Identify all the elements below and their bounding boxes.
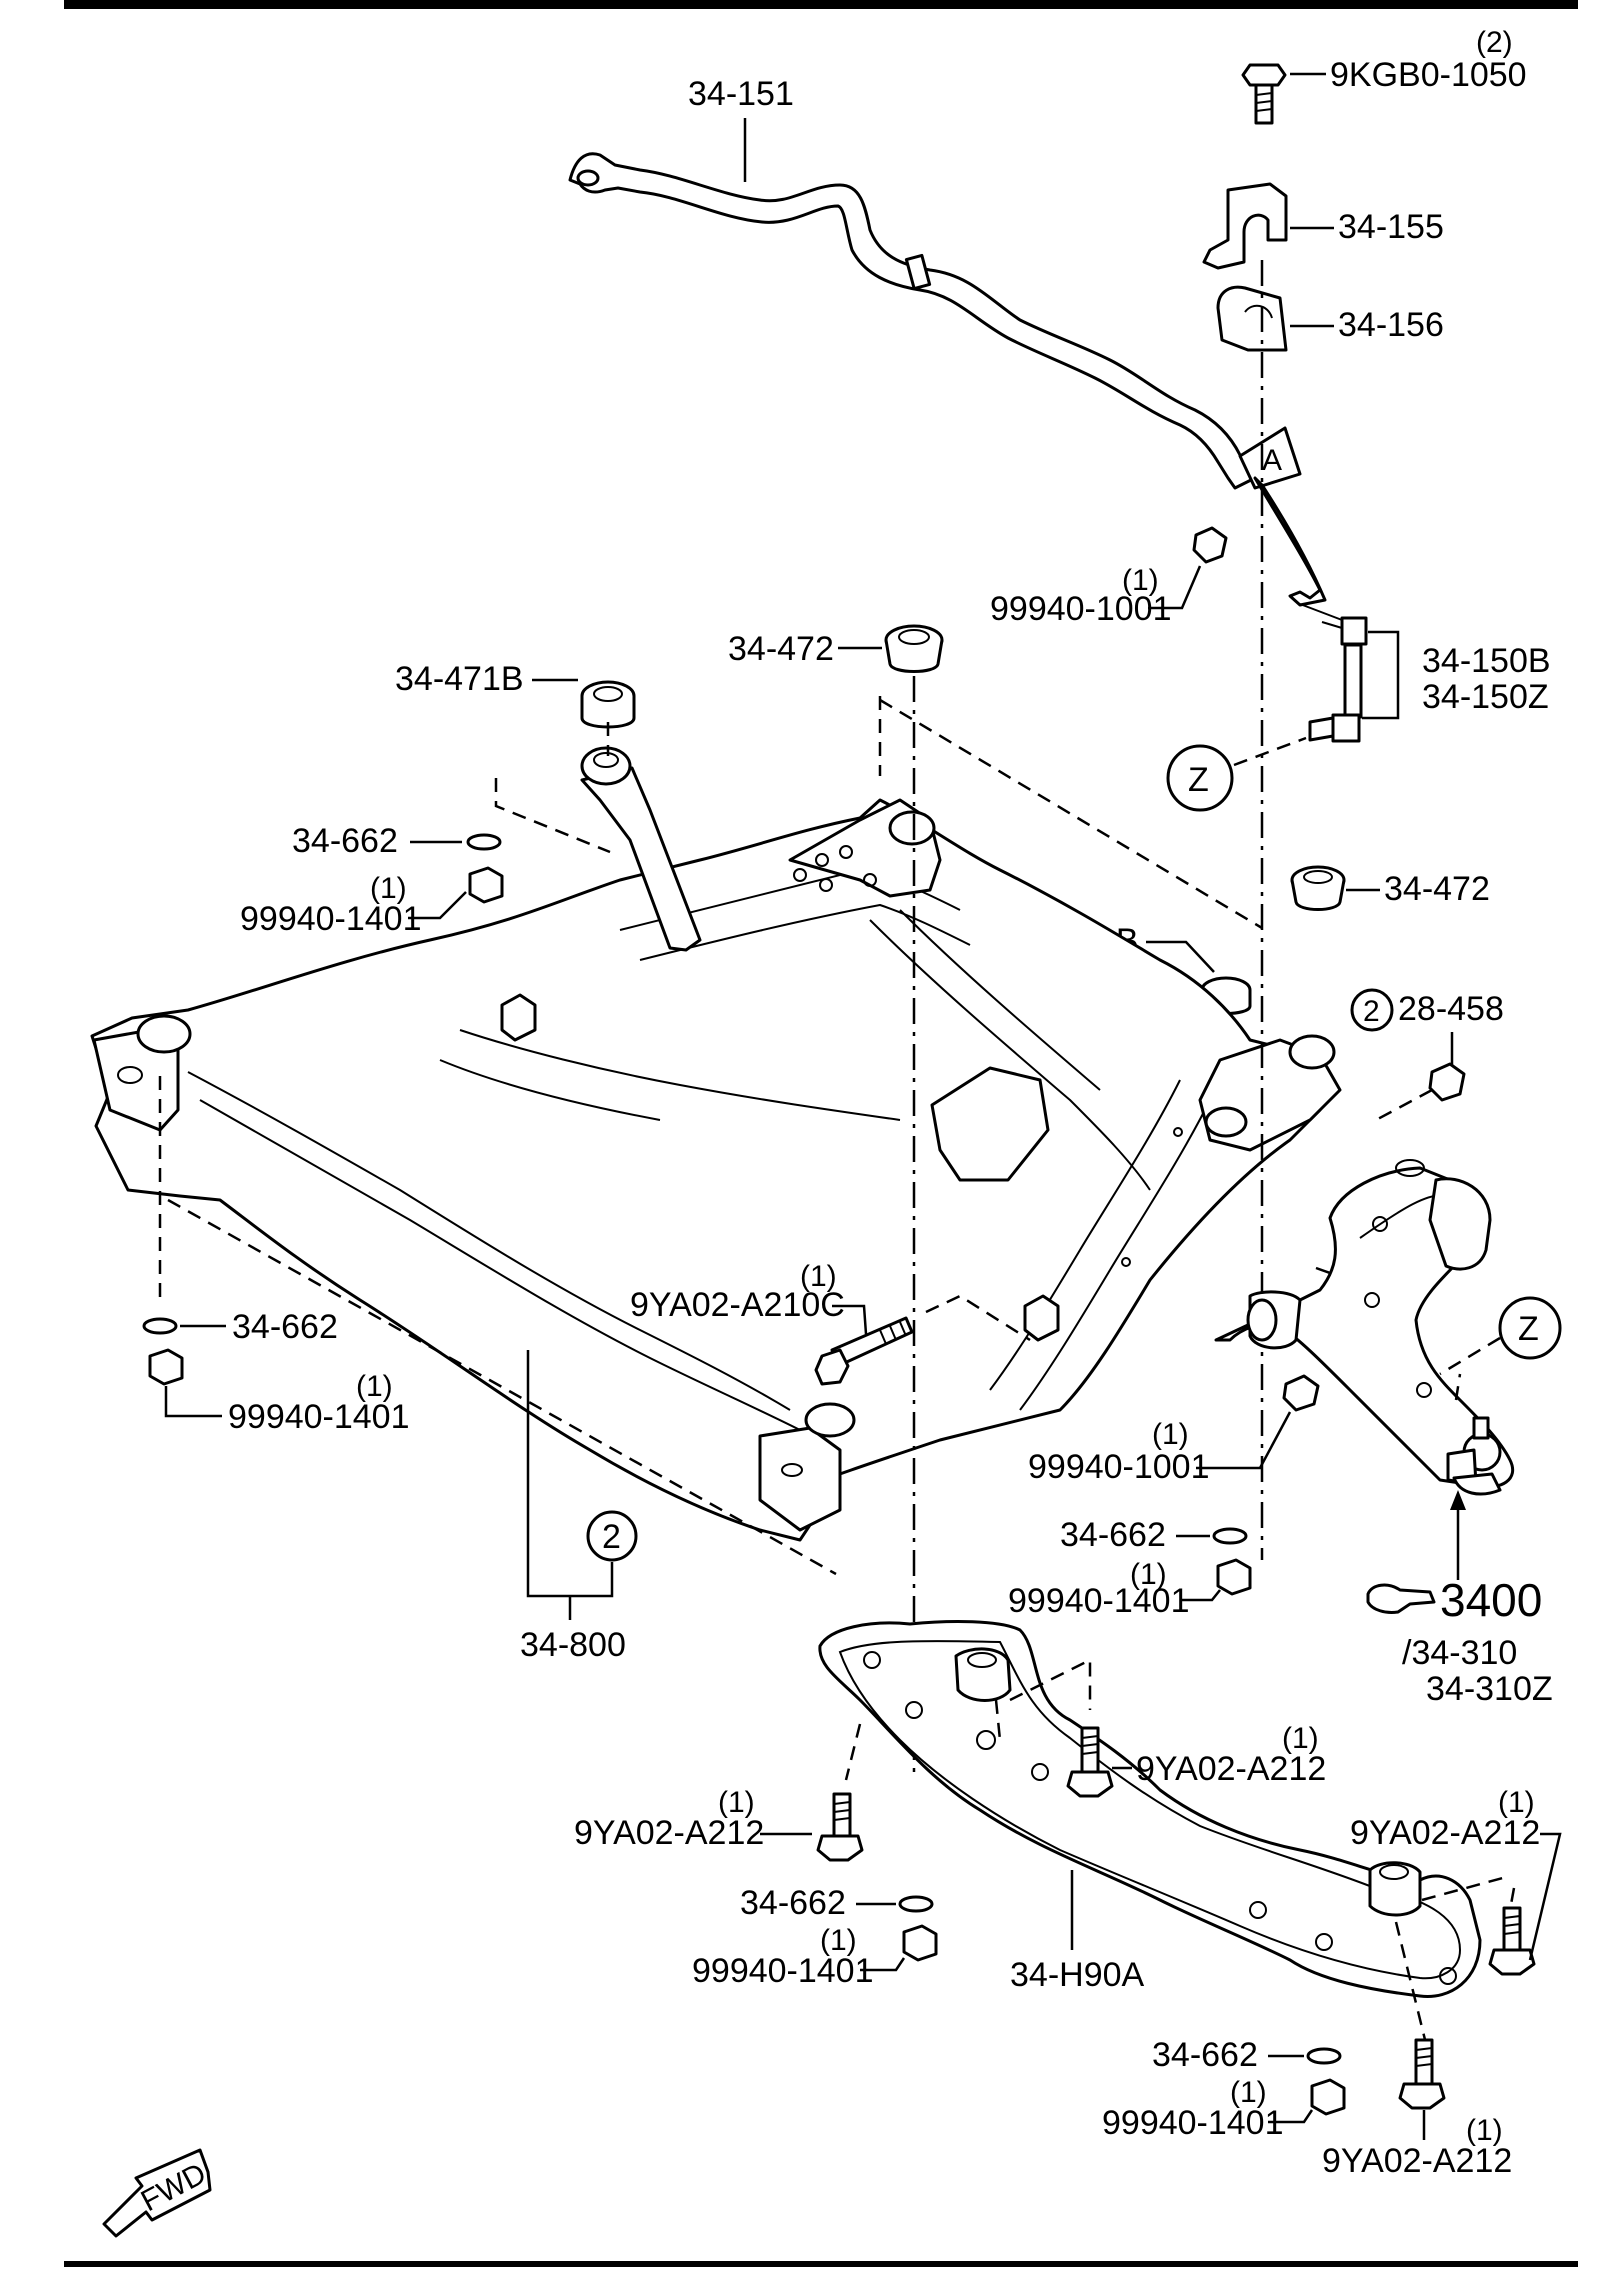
qty-nut-left-lower: (1) xyxy=(356,1370,393,1403)
washer-mid-right-icon xyxy=(1212,1527,1248,1545)
nut-lower-a-icon xyxy=(902,1924,938,1962)
mark-a: A xyxy=(1262,444,1282,477)
fwd-arrow-icon: FWD xyxy=(102,2148,212,2238)
stabilizer-link-icon xyxy=(1299,603,1368,743)
washer-left-lower-icon xyxy=(142,1317,178,1335)
nut-mid-right-icon xyxy=(1216,1558,1252,1596)
label-nut-left-upper: 99940-1401 xyxy=(240,900,422,938)
mount-472-upper-icon xyxy=(884,624,944,673)
label-nut-lower-a: 99940-1401 xyxy=(692,1952,874,1990)
callout-z-lower xyxy=(1498,1296,1562,1360)
label-bushing: 34-156 xyxy=(1338,306,1444,344)
lower-control-arm-drawing xyxy=(1214,1159,1515,1496)
label-brace: 34-H90A xyxy=(1010,1956,1145,1994)
label-crossmember: 34-800 xyxy=(520,1626,626,1664)
washer-left-upper-icon xyxy=(466,833,502,851)
label-arm-l: /34-310 xyxy=(1402,1634,1517,1672)
callout-z-upper xyxy=(1166,744,1234,812)
qty-nut-lower-a: (1) xyxy=(820,1924,857,1957)
label-z-upper: Z xyxy=(1188,761,1209,799)
mount-471b-upper-icon xyxy=(580,680,636,729)
qty-bolt-a212-b: (1) xyxy=(718,1786,755,1819)
label-circle-2-right: 2 xyxy=(1363,995,1380,1028)
label-stabilizer-bar: 34-151 xyxy=(688,75,794,113)
nut-left-upper-icon xyxy=(468,866,504,904)
nut-28-458-icon xyxy=(1428,1062,1466,1102)
hand-pointer-icon xyxy=(1366,1583,1436,1614)
mount-472-right-icon xyxy=(1290,865,1346,911)
label-mount-472-right: 34-472 xyxy=(1384,870,1490,908)
label-part-28-458: 28-458 xyxy=(1398,990,1504,1028)
label-bolt-a212-d: 9YA02-A212 xyxy=(1322,2142,1512,2180)
bolt-9kgb0-icon xyxy=(1241,63,1287,125)
label-bolt-center: 9YA02-A210C xyxy=(630,1286,845,1324)
label-nut-arm: 99940-1001 xyxy=(1028,1448,1210,1486)
callout-2-lower xyxy=(586,1510,638,1562)
stabilizer-bushing-icon xyxy=(1216,285,1288,352)
washer-lower-a-icon xyxy=(898,1895,934,1913)
stabilizer-bracket-icon xyxy=(1202,182,1288,270)
crossmember-drawing xyxy=(90,746,1342,1542)
qty-nut-mid-right: (1) xyxy=(1130,1558,1167,1591)
bolt-a212-d-icon xyxy=(1398,2038,1446,2110)
qty-bolt: (2) xyxy=(1476,26,1513,59)
label-circle-2-lower: 2 xyxy=(602,1518,621,1556)
bolt-a212-b-icon xyxy=(816,1792,864,1862)
washer-lower-b-icon xyxy=(1306,2047,1342,2065)
nut-arm-icon xyxy=(1282,1374,1320,1412)
label-mount-471b-upper: 34-471B xyxy=(395,660,524,698)
qty-nut-left-upper: (1) xyxy=(370,872,407,905)
label-ref-3400: 3400 xyxy=(1440,1574,1542,1626)
top-border-rule xyxy=(64,0,1578,9)
bolt-a212-a-icon xyxy=(1066,1726,1114,1798)
label-washer-mid-right: 34-662 xyxy=(1060,1516,1166,1554)
label-bracket: 34-155 xyxy=(1338,208,1444,246)
nut-left-lower-icon xyxy=(148,1348,184,1386)
stabilizer-bar-drawing: A xyxy=(568,152,1327,607)
label-bolt-9kgb0: 9KGB0-1050 xyxy=(1330,56,1527,94)
label-washer-lower-b: 34-662 xyxy=(1152,2036,1258,2074)
label-washer-lower-a: 34-662 xyxy=(740,1884,846,1922)
label-washer-left-lower: 34-662 xyxy=(232,1308,338,1346)
label-bolt-a212-c: 9YA02-A212 xyxy=(1350,1814,1540,1852)
label-link-nut: 99940-1001 xyxy=(990,590,1172,628)
nut-lower-b-icon xyxy=(1310,2078,1346,2116)
label-link-l: 34-150B xyxy=(1422,642,1551,680)
bolt-a212-c-icon xyxy=(1488,1906,1536,1976)
link-nut-icon xyxy=(1192,526,1228,564)
qty-link-nut: (1) xyxy=(1122,564,1159,597)
bolt-a210c-icon xyxy=(814,1316,914,1386)
label-bolt-a212-a: 9YA02-A212 xyxy=(1136,1750,1326,1788)
bottom-border-rule xyxy=(64,2261,1578,2267)
callout-2-right xyxy=(1350,988,1394,1032)
brace-34-h90a-drawing xyxy=(818,1620,1482,1998)
qty-bolt-center: (1) xyxy=(800,1260,837,1293)
qty-nut-arm: (1) xyxy=(1152,1418,1189,1451)
label-link-r: 34-150Z xyxy=(1422,678,1549,716)
label-bolt-a212-b: 9YA02-A212 xyxy=(574,1814,764,1852)
label-nut-lower-b: 99940-1401 xyxy=(1102,2104,1284,2142)
qty-bolt-a212-a: (1) xyxy=(1282,1722,1319,1755)
qty-nut-lower-b: (1) xyxy=(1230,2076,1267,2109)
label-mount-472-upper: 34-472 xyxy=(728,630,834,668)
label-z-lower: Z xyxy=(1518,1310,1539,1348)
qty-bolt-a212-c: (1) xyxy=(1498,1786,1535,1819)
label-arm-r: 34-310Z xyxy=(1426,1670,1553,1708)
label-nut-left-lower: 99940-1401 xyxy=(228,1398,410,1436)
arrow-up-icon xyxy=(1450,1490,1466,1510)
label-washer-left-upper: 34-662 xyxy=(292,822,398,860)
label-nut-mid-right: 99940-1401 xyxy=(1008,1582,1190,1620)
qty-bolt-a212-d: (1) xyxy=(1466,2114,1503,2147)
